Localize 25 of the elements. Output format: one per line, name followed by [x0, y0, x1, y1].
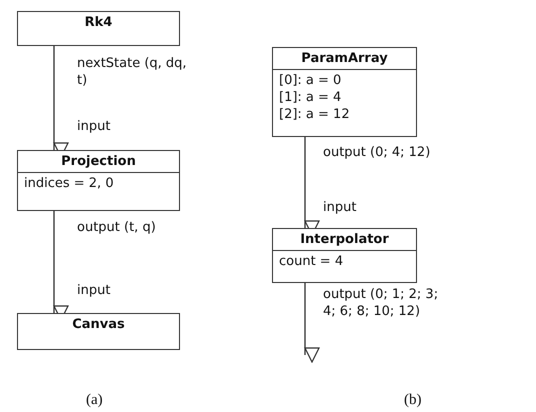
panel-caption: (a): [86, 392, 103, 409]
class-name: ParamArray: [301, 51, 388, 66]
edge-label: output (t, q): [77, 219, 157, 236]
port-label: input: [77, 282, 110, 299]
arrow: [304, 283, 320, 363]
attribute-text: count = 4: [279, 253, 344, 270]
class-name: Interpolator: [300, 232, 389, 247]
class-name: Projection: [61, 154, 136, 169]
attribute-text: [2]: a = 12: [279, 106, 350, 123]
class-name: Canvas: [72, 317, 125, 332]
class-box: [272, 228, 417, 283]
port-label: input: [77, 118, 110, 135]
class-box: [17, 313, 180, 350]
attribute-text: [0]: a = 0: [279, 72, 342, 89]
class-box: [272, 47, 417, 137]
edge-label: output (0; 1; 2; 3; 4; 6; 8; 10; 12): [323, 286, 440, 320]
class-box: [17, 150, 180, 211]
edge-label: nextState (q, dq, t): [77, 55, 188, 89]
attribute-text: [1]: a = 4: [279, 89, 342, 106]
attribute-text: indices = 2, 0: [24, 175, 114, 192]
edge-label: output (0; 4; 12): [323, 144, 432, 161]
class-name: Rk4: [84, 15, 112, 30]
class-box: [17, 11, 180, 46]
port-label: input: [323, 199, 356, 216]
panel-caption: (b): [404, 392, 422, 409]
